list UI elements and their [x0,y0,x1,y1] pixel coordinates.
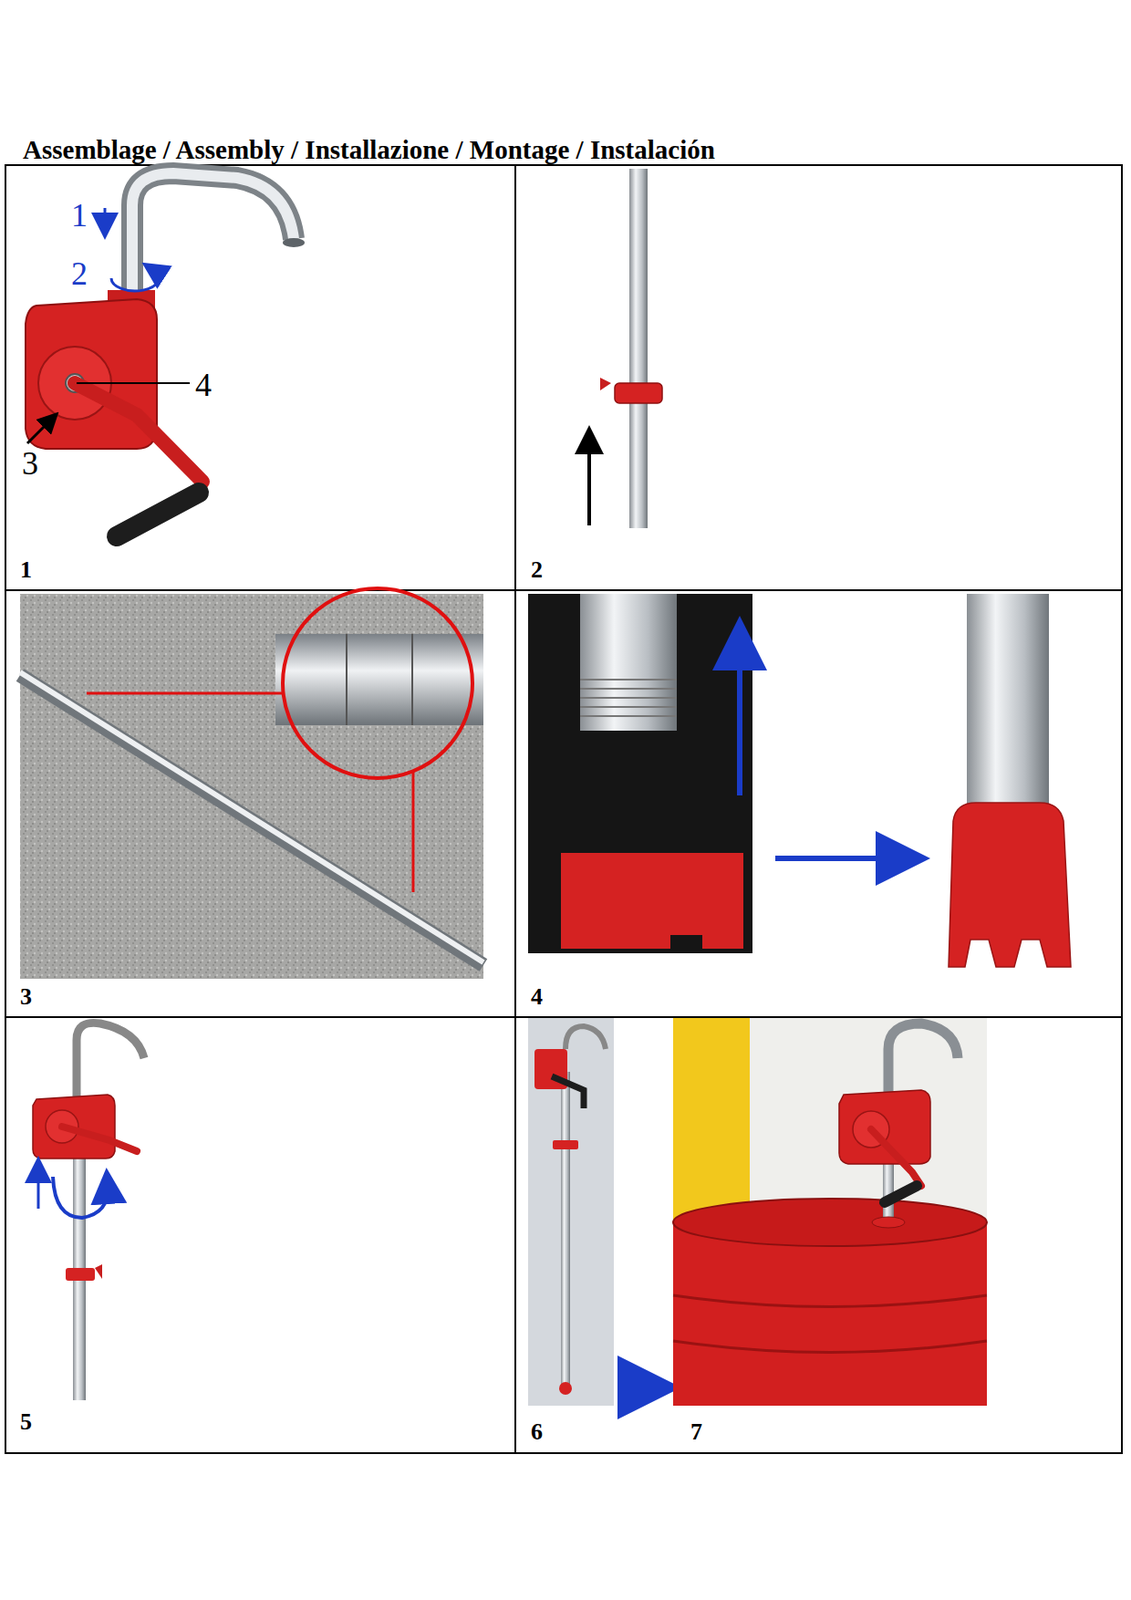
pump-head [25,173,305,537]
panel-number: 3 [20,985,32,1009]
suction-tube [589,168,663,529]
panel-number: 7 [690,1420,703,1444]
assembled-pump [32,1022,145,1401]
panel-number: 1 [20,558,32,582]
page-title: Assemblage / Assembly / Installazione / … [22,136,716,164]
callout-number: 2 [71,257,88,291]
table-grid [5,165,1122,1453]
tube-joint-photo [20,588,484,979]
callout-number: 3 [21,446,39,480]
callout-number: 1 [71,198,88,232]
panel-number: 4 [530,985,543,1009]
pump-on-drum [673,1017,987,1406]
callout-number: 4 [195,368,212,402]
foot-valve [528,593,1071,967]
pump-render [528,1017,650,1406]
panel-number: 6 [530,1420,543,1444]
panel-number: 5 [20,1410,32,1434]
panel-number: 2 [530,558,543,582]
